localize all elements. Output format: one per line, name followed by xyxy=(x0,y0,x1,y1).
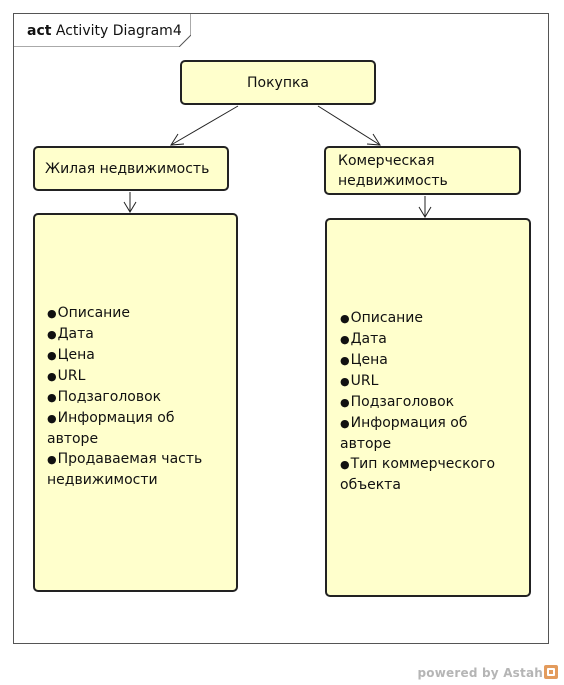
action-purchase[interactable]: Покупка xyxy=(180,60,376,105)
arrowhead-commercial xyxy=(366,133,381,146)
commercial-attr-item: Цена xyxy=(340,350,510,371)
residential-attr-item: URL xyxy=(47,366,217,387)
commercial-attr-item: Подзаголовок xyxy=(340,392,510,413)
frame-title: act Activity Diagram4 xyxy=(27,23,182,39)
residential-attr-item: Цена xyxy=(47,345,217,366)
watermark-text: powered by Astah xyxy=(417,666,543,680)
residential-attr-item: Информация об авторе xyxy=(47,408,217,449)
residential-attr-item: Подзаголовок xyxy=(47,387,217,408)
residential-attribute-list: Описание Дата Цена URL Подзаголовок Инфо… xyxy=(47,303,217,490)
diagram-frame xyxy=(13,13,549,644)
frame-keyword: act xyxy=(27,23,52,39)
action-residential-details[interactable]: Описание Дата Цена URL Подзаголовок Инфо… xyxy=(33,213,238,592)
residential-attr-item: Описание xyxy=(47,303,217,324)
frame-tab: act Activity Diagram4 xyxy=(13,13,191,47)
astah-logo-icon xyxy=(544,665,558,679)
commercial-attr-item: Тип коммерческого объекта xyxy=(340,454,510,495)
commercial-attr-item: Описание xyxy=(340,308,510,329)
residential-attr-item: Дата xyxy=(47,324,217,345)
commercial-attribute-list: Описание Дата Цена URL Подзаголовок Инфо… xyxy=(340,308,510,495)
action-commercial-label-line1: Комерческая xyxy=(338,153,435,169)
arrowhead-residential xyxy=(170,133,185,146)
arrowhead-residential-details xyxy=(123,201,137,213)
action-purchase-label: Покупка xyxy=(246,74,310,91)
commercial-attr-item: URL xyxy=(340,371,510,392)
action-commercial-details[interactable]: Описание Дата Цена URL Подзаголовок Инфо… xyxy=(325,218,531,597)
commercial-attr-item: Дата xyxy=(340,329,510,350)
residential-attr-item: Продаваемая часть недвижимости xyxy=(47,449,217,490)
edge-purchase-to-residential xyxy=(170,105,239,146)
action-residential-property[interactable]: Жилая недвижимость xyxy=(33,146,229,191)
commercial-attr-item: Информация об авторе xyxy=(340,413,510,454)
arrowhead-commercial-details xyxy=(418,206,432,218)
astah-watermark: powered by Astah xyxy=(418,665,558,680)
edge-purchase-to-commercial xyxy=(317,105,381,146)
action-commercial-label-line2: недвижимость xyxy=(338,173,448,189)
frame-name: Activity Diagram4 xyxy=(55,23,182,39)
action-commercial-property[interactable]: Комерческая недвижимость xyxy=(324,146,521,195)
action-residential-label: Жилая недвижимость xyxy=(45,160,210,177)
